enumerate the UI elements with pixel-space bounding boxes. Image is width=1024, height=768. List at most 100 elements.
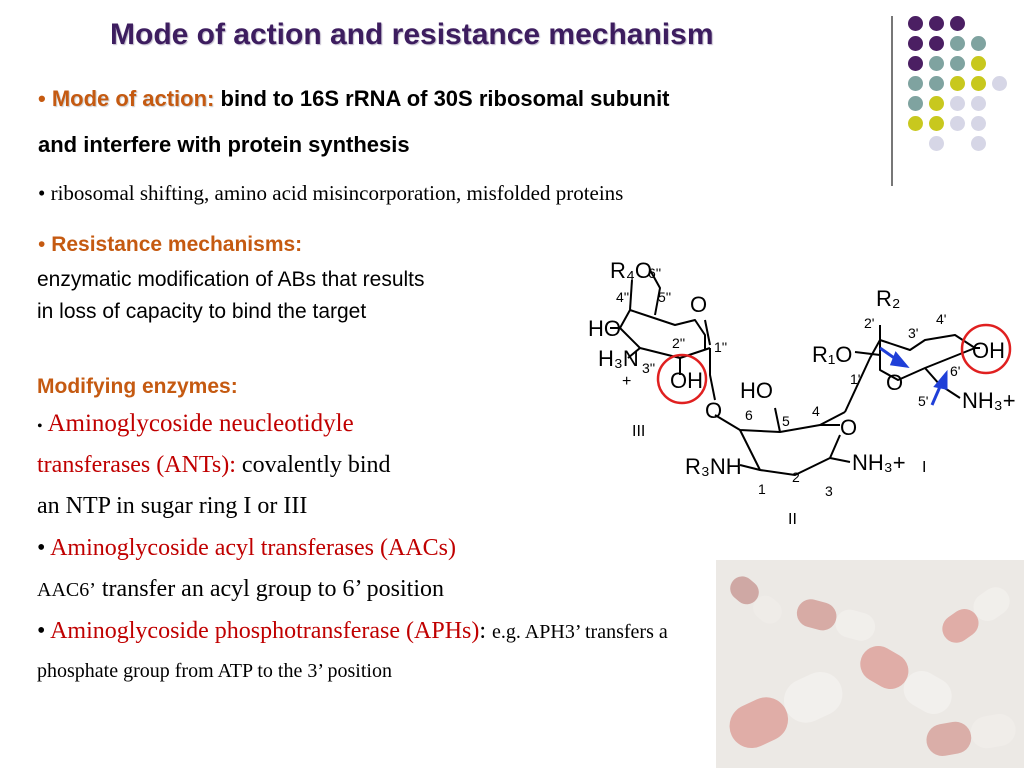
label-c3: 3	[825, 483, 833, 499]
oh-ring3-highlight-circle	[656, 353, 708, 405]
decorative-dot-grid	[908, 16, 1018, 166]
bullet: •	[37, 535, 46, 561]
label-r1o: R₁O	[812, 342, 852, 367]
mode-of-action-line: • Mode of action: bind to 16S rRNA of 30…	[38, 86, 670, 112]
label-nh3-mid: NH₃+	[852, 450, 906, 475]
decorative-dot	[971, 116, 986, 131]
decorative-dot	[929, 136, 944, 151]
decorative-dot	[929, 96, 944, 111]
label-c3p: 3'	[908, 325, 918, 341]
label-nh3-right: NH₃+	[962, 388, 1016, 413]
modifying-enzymes-heading: Modifying enzymes:	[37, 375, 238, 398]
aph-desc-2: phosphate group from ATP to the 3’ posit…	[37, 660, 392, 682]
ant-name-1: Aminoglycoside neucleotidyle	[47, 410, 354, 437]
bullet: •	[38, 86, 46, 111]
capsules-photo-icon	[716, 560, 1024, 768]
label-c5: 5	[782, 413, 790, 429]
mode-of-action-text-2: and interfere with protein synthesis	[38, 132, 410, 157]
decorative-dot	[971, 96, 986, 111]
structure-bonds	[610, 269, 980, 476]
label-o-ring1: O	[886, 370, 903, 395]
bullet: •	[38, 233, 46, 256]
aac-desc-line: AAC6’ transfer an acyl group to 6’ posit…	[37, 576, 444, 603]
label-c6pp: 6''	[648, 265, 661, 281]
label-c1p: 1'	[850, 371, 860, 387]
ring3-c4-bond	[629, 279, 633, 311]
label-ring1: I	[922, 459, 926, 476]
label-c1pp: 1''	[714, 339, 727, 355]
label-oh-ring1: OH	[972, 338, 1005, 363]
label-c5pp: 5''	[658, 289, 671, 305]
decorative-dot	[929, 116, 944, 131]
aph-colon: :	[479, 618, 487, 644]
ring2-ho-bond	[774, 407, 781, 433]
ring2-nh-bond	[739, 464, 761, 471]
resistance-label: Resistance mechanisms:	[51, 233, 303, 256]
decorative-dot	[908, 76, 923, 91]
label-o-link2: O	[840, 415, 857, 440]
decorative-dot	[908, 16, 923, 31]
label-c6p: 6'	[950, 363, 960, 379]
ring3-n-bond	[627, 347, 641, 359]
ant-line-1: • Aminoglycoside neucleotidyle	[37, 410, 354, 438]
ring3-link-bond	[709, 348, 716, 401]
decorative-dot	[950, 76, 965, 91]
ring2-bottom-bonds	[739, 429, 841, 476]
label-c4: 4	[812, 403, 820, 419]
label-oh-ring3: OH	[670, 368, 703, 393]
decorative-dot	[950, 116, 965, 131]
capsules-photo	[716, 560, 1024, 768]
ant-desc-2: an NTP in sugar ring I or III	[37, 493, 308, 519]
ant-line-2: transferases (ANTs): covalently bind	[37, 452, 391, 479]
label-ring2: II	[788, 511, 797, 528]
decorative-dot	[929, 76, 944, 91]
decorative-dot	[929, 56, 944, 71]
bullet: •	[38, 181, 46, 205]
label-c4pp: 4''	[616, 289, 629, 305]
resistance-text-1: enzymatic modification of ABs that resul…	[37, 268, 425, 291]
divider-line	[891, 16, 893, 186]
ant-desc-1: covalently bind	[241, 452, 391, 478]
aac-desc: transfer an acyl group to 6’ position	[101, 576, 445, 602]
decorative-dot	[950, 96, 965, 111]
modification-arrows	[879, 346, 948, 406]
decorative-dot	[950, 56, 965, 71]
label-c3pp: 3''	[642, 360, 655, 376]
ant-name-2: transferases (ANTs):	[37, 452, 236, 478]
decorative-dot	[971, 76, 986, 91]
bullet: •	[37, 418, 43, 435]
arrow-3-prime-head	[889, 351, 910, 369]
label-ring3: III	[632, 423, 645, 440]
aac-sub: AAC6’	[37, 579, 96, 601]
decorative-dot	[929, 36, 944, 51]
ring2-link-bond	[819, 411, 846, 426]
label-plus-left: +	[622, 373, 631, 390]
ribosomal-effects-line: • ribosomal shifting, amino acid misinco…	[38, 181, 623, 206]
ring3-o-bond	[704, 319, 711, 346]
label-c4p: 4'	[936, 311, 946, 327]
ring3-c6-bond	[649, 269, 661, 316]
label-ho-mid: HO	[740, 378, 773, 403]
ring1-link-bond	[844, 339, 881, 413]
structure-labels: R₄O 6'' 4'' 5'' O HO H₃N + 3'' 2'' 1'' O…	[588, 258, 1016, 528]
label-c6: 6	[745, 407, 753, 423]
decorative-dot	[950, 16, 965, 31]
mode-of-action-label: Mode of action:	[51, 86, 215, 111]
decorative-dot	[908, 96, 923, 111]
slide-title: Mode of action and resistance mechanism	[110, 18, 714, 51]
label-c1: 1	[758, 481, 766, 497]
label-r3nh: R₃NH	[685, 454, 742, 479]
resistance-text-2: in loss of capacity to bind the target	[37, 300, 367, 323]
decorative-dot	[908, 56, 923, 71]
bullet: •	[37, 618, 46, 644]
decorative-dot	[908, 116, 923, 131]
label-ho-left: HO	[588, 316, 621, 341]
arrow-6-prime-head	[933, 369, 948, 390]
ring1-r1o-bond	[854, 351, 881, 356]
aminoglycoside-structure: R₄O 6'' 4'' 5'' O HO H₃N + 3'' 2'' 1'' O…	[588, 258, 1016, 528]
decorative-dot	[971, 136, 986, 151]
label-o-ring3: O	[690, 292, 707, 317]
label-r4o: R₄O	[610, 258, 652, 283]
decorative-dot	[992, 76, 1007, 91]
label-c2: 2	[792, 469, 800, 485]
